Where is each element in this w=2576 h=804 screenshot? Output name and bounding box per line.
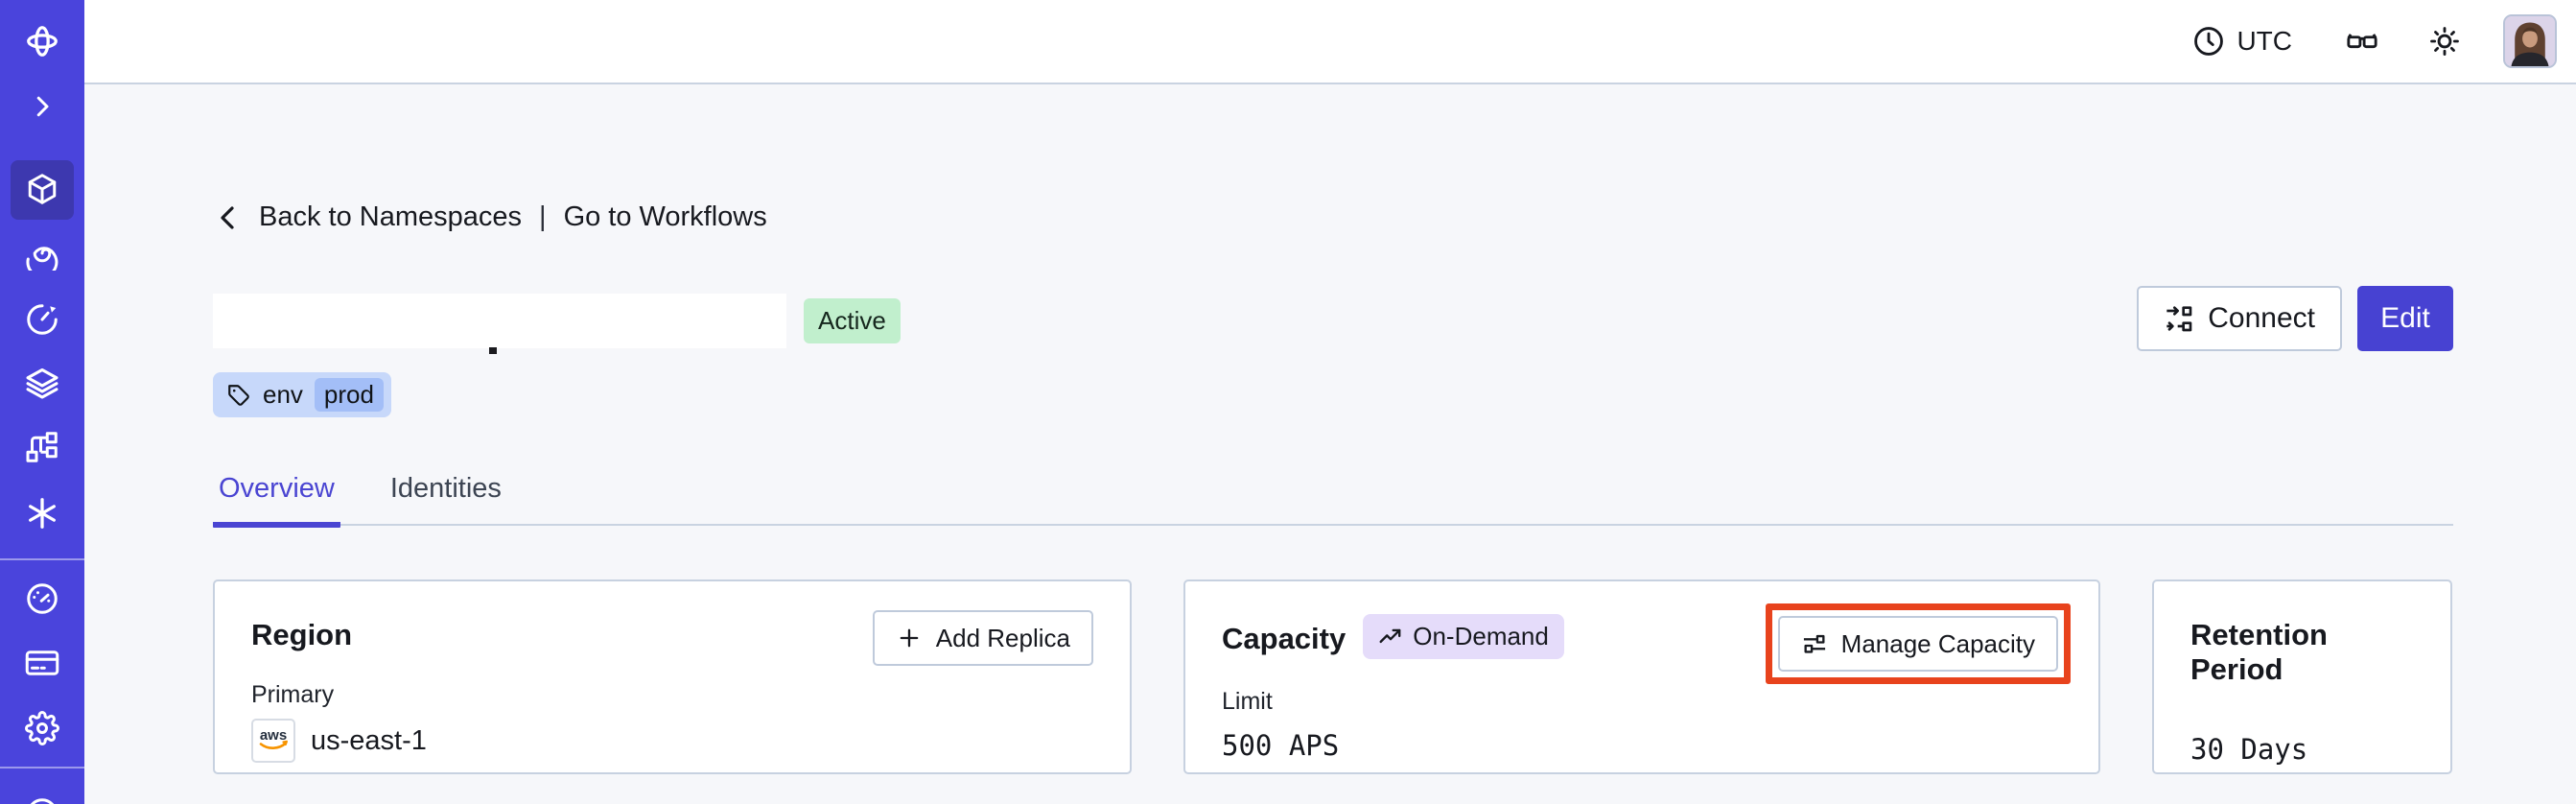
- limit-label: Limit: [1222, 688, 1273, 715]
- capacity-card: Capacity On-Demand Manage Capacity Limit: [1183, 579, 2100, 774]
- overview-cards: Region Add Replica Primary aws us-east-1: [213, 579, 2453, 774]
- labs-toggle glasses-icon[interactable]: [2346, 25, 2378, 58]
- breadcrumb: Back to Namespaces | Go to Workflows: [213, 201, 2453, 233]
- sidebar-item-support circle-icon[interactable]: [12, 785, 73, 804]
- aws-provider-badge: aws: [251, 719, 295, 763]
- attention-highlight-box: Manage Capacity: [1765, 603, 2071, 684]
- capacity-card-title: Capacity: [1222, 621, 1347, 655]
- namespace-header-row: Active Connect Edit: [213, 286, 2453, 354]
- retention-card: Retention Period 30 Days: [2152, 579, 2452, 774]
- sidebar-item-usage gauge-icon[interactable]: [12, 570, 73, 627]
- connect-button-label: Connect: [2208, 302, 2315, 334]
- add-replica-button[interactable]: Add Replica: [872, 610, 1093, 666]
- namespace-title-redacted: [213, 294, 786, 354]
- go-to-workflows-link[interactable]: Go to Workflows: [563, 201, 767, 232]
- tab-identities[interactable]: Identities: [389, 473, 502, 504]
- timezone-selector[interactable]: UTC: [2192, 25, 2292, 58]
- expand-sidebar-chevron-icon[interactable]: [12, 78, 73, 135]
- namespace-tag: env prod: [213, 372, 391, 417]
- timezone-label: UTC: [2236, 26, 2292, 56]
- sidebar-divider: [0, 558, 84, 560]
- topbar: UTC: [84, 0, 2576, 84]
- connect-button[interactable]: Connect: [2137, 286, 2342, 351]
- connect-flow-icon: [2166, 306, 2192, 332]
- region-card: Region Add Replica Primary aws us-east-1: [213, 579, 1132, 774]
- back-to-namespaces-link[interactable]: Back to Namespaces: [259, 201, 523, 232]
- sidebar: [0, 0, 84, 804]
- edit-button[interactable]: Edit: [2357, 286, 2453, 351]
- clock-icon: [2194, 27, 2224, 56]
- trending-up-icon: [1379, 628, 1401, 643]
- retention-value: 30 Days: [2190, 733, 2308, 766]
- sidebar-item-settings gear-icon[interactable]: [12, 699, 73, 757]
- sidebar-item-nexus asterisk-icon[interactable]: [12, 485, 73, 542]
- sidebar-item-workflows spiral-icon[interactable]: [12, 225, 73, 282]
- manage-capacity-label: Manage Capacity: [1840, 628, 2035, 658]
- limit-value: 500 APS: [1222, 729, 1340, 762]
- main-content: Back to Namespaces | Go to Workflows Act…: [84, 86, 2576, 804]
- status-badge: Active: [804, 298, 901, 343]
- tag-value: prod: [314, 378, 384, 412]
- manage-capacity-button[interactable]: Manage Capacity: [1777, 616, 2058, 672]
- sidebar-item-schedules clock-arrow-icon[interactable]: [12, 291, 73, 348]
- on-demand-label: On-Demand: [1413, 622, 1549, 650]
- tag-row: env prod: [213, 372, 2453, 417]
- sliders-icon: [1803, 634, 1825, 653]
- primary-label: Primary: [251, 681, 335, 708]
- add-replica-label: Add Replica: [935, 623, 1070, 652]
- sidebar-item-billing credit-card-icon[interactable]: [12, 634, 73, 692]
- tab-bar: Overview Identities: [213, 473, 2453, 528]
- sidebar-item-pipelines branch-icon[interactable]: [12, 418, 73, 476]
- back-chevron-icon[interactable]: [213, 202, 244, 233]
- redaction-artifact: [489, 347, 497, 354]
- aws-label: aws: [260, 727, 287, 744]
- retention-card-title: Retention Period: [2190, 618, 2328, 686]
- on-demand-badge: On-Demand: [1363, 614, 1564, 659]
- sidebar-item-namespaces cube-icon[interactable]: [12, 160, 73, 218]
- region-card-title: Region: [251, 618, 353, 651]
- sidebar-divider: [0, 767, 84, 769]
- breadcrumb-separator: |: [539, 201, 547, 232]
- tab-overview[interactable]: Overview: [213, 473, 340, 528]
- plus-icon: [900, 628, 919, 648]
- theme-toggle brightness-icon[interactable]: [2428, 25, 2461, 58]
- region-value: us-east-1: [311, 724, 427, 756]
- sidebar-item-deployments layers-icon[interactable]: [12, 354, 73, 412]
- temporal-logo-icon[interactable]: [12, 12, 73, 70]
- tag-icon: [228, 384, 249, 406]
- user-avatar[interactable]: [2503, 14, 2557, 68]
- edit-button-label: Edit: [2380, 302, 2430, 334]
- tag-key: env: [263, 380, 303, 409]
